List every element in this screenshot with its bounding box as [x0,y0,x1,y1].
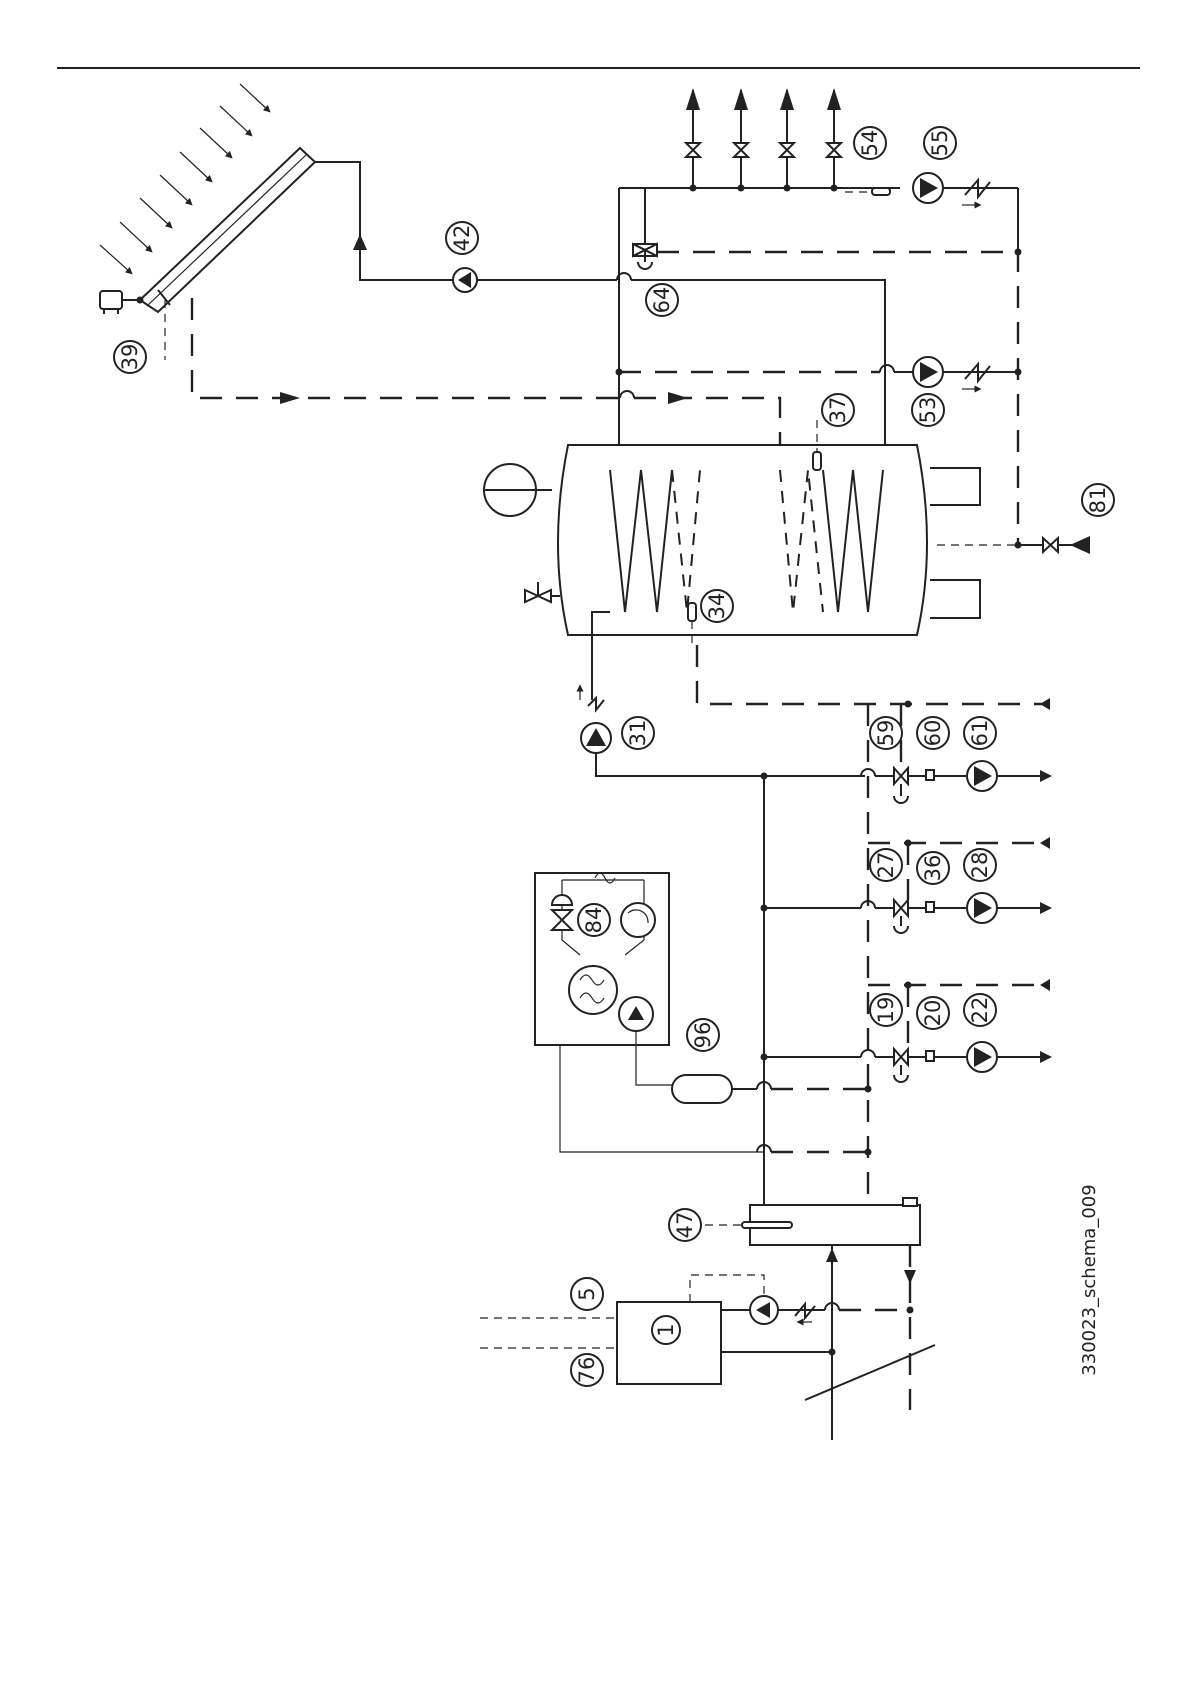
callout-31: 31 [622,717,654,749]
callout-59: 59 [870,717,902,749]
hydraulic-separator-47 [705,1198,920,1245]
air-vent [100,291,144,314]
storage-tank [558,445,927,635]
svg-text:5: 5 [575,1287,599,1300]
callout-27: 27 [870,849,902,881]
callout-39: 39 [114,341,146,373]
callout-5: 5 [571,1278,603,1310]
svg-text:19: 19 [874,997,898,1024]
svg-text:42: 42 [450,225,474,252]
solar-collector [140,148,315,312]
svg-text:64: 64 [650,287,674,314]
callout-37: 37 [822,394,854,426]
tank-port-bottom [930,580,980,618]
solar-flow-pipe [315,162,455,280]
dhw-outlets [686,88,841,192]
callout-34: 34 [701,590,733,622]
svg-text:27: 27 [874,852,898,879]
boiler-1 [617,1302,721,1384]
callout-96: 96 [687,1019,719,1051]
svg-text:37: 37 [826,397,850,424]
mixing-valve-64 [633,244,657,269]
svg-text:81: 81 [1086,487,1110,514]
callout-76: 76 [571,1354,603,1386]
ground-line [805,1345,935,1400]
solar-return-pipe [192,298,620,398]
sun-rays [100,84,268,272]
safety-valve [525,582,560,602]
svg-text:28: 28 [968,852,992,879]
svg-text:47: 47 [673,1212,697,1239]
callout-84: 84 [578,904,610,936]
svg-text:76: 76 [575,1357,599,1384]
callout-55: 55 [924,127,956,159]
svg-text:39: 39 [118,344,142,371]
svg-text:54: 54 [858,130,882,157]
callout-81: 81 [1082,484,1114,516]
solar-pump-53 [913,357,943,387]
svg-text:31: 31 [626,720,650,747]
svg-text:59: 59 [874,720,898,747]
svg-text:34: 34 [705,593,729,620]
svg-text:22: 22 [968,997,992,1024]
callout-28: 28 [964,849,996,881]
recirculation-pump-55 [913,173,943,203]
callout-47: 47 [669,1209,701,1241]
svg-text:20: 20 [921,1000,945,1027]
callout-1: 1 [654,1323,678,1336]
figure-reference: 330023_schema_009 [1079,1184,1100,1375]
boiler-pump [750,1296,778,1324]
heating-circuit-3 [764,979,1052,1082]
callout-60: 60 [917,717,949,749]
heating-circuit-2 [764,837,1052,933]
svg-text:84: 84 [582,907,606,934]
solar-pump-42 [453,268,477,292]
callout-20: 20 [917,997,949,1029]
tank-port-top [930,468,980,505]
pump-31 [581,723,611,753]
callout-22: 22 [964,994,996,1026]
svg-text:53: 53 [916,397,940,424]
callout-42: 42 [446,222,478,254]
callout-64: 64 [646,284,678,316]
svg-text:1: 1 [654,1323,678,1336]
callout-36: 36 [917,852,949,884]
heat-pump-unit [535,873,764,1152]
buffer-tank-96 [672,1075,872,1103]
svg-text:55: 55 [928,130,952,157]
callout-53: 53 [912,394,944,426]
svg-text:96: 96 [691,1022,715,1049]
svg-text:36: 36 [921,855,945,882]
heating-circuit-1 [861,701,1052,804]
svg-text:61: 61 [968,720,992,747]
expansion-vessel [484,464,552,516]
svg-text:60: 60 [921,720,945,747]
callout-19: 19 [870,994,902,1026]
callout-54: 54 [854,127,886,159]
callout-61: 61 [964,717,996,749]
